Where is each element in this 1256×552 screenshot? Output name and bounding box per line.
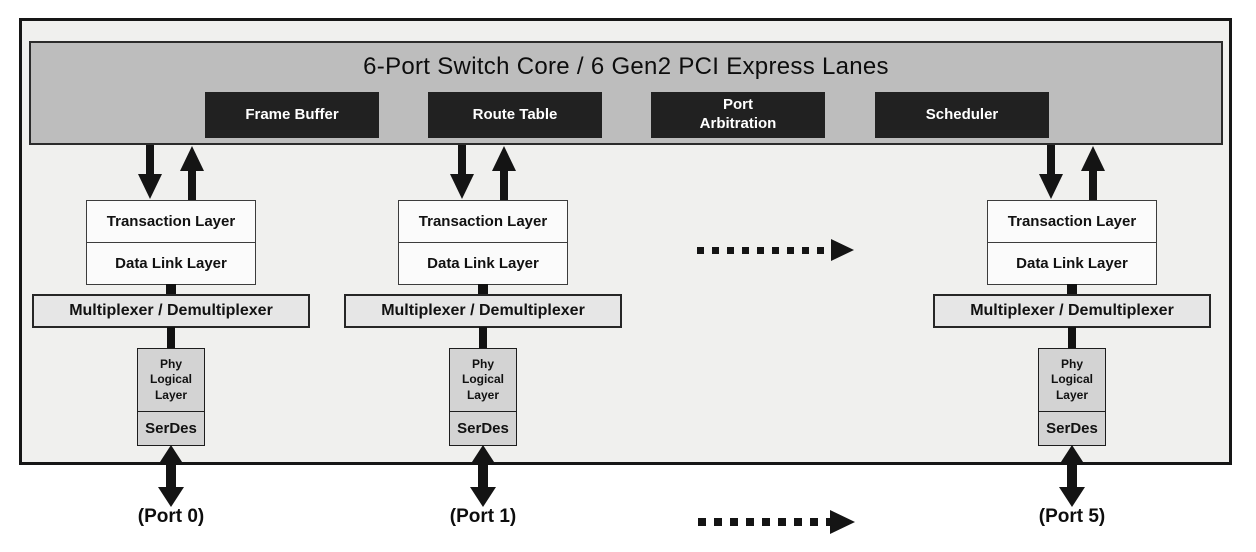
port-bidirectional-arrowhead-down-icon — [1059, 487, 1085, 507]
port-bidirectional-arrowhead-down-icon — [158, 487, 184, 507]
phy-logical-layer-box: Phy Logical Layer — [1038, 348, 1106, 412]
layer-to-mux-connector — [478, 284, 488, 295]
switch-core-title: 6-Port Switch Core / 6 Gen2 PCI Express … — [363, 53, 889, 80]
data-link-layer-box: Data Link Layer — [987, 241, 1157, 285]
port-label: (Port 0) — [137, 506, 205, 527]
port-bidirectional-arrow-icon — [166, 461, 176, 491]
serdes-box: SerDes — [137, 410, 205, 446]
mux-demux-box: Multiplexer / Demultiplexer — [344, 294, 622, 328]
port-bidirectional-arrow-icon — [478, 461, 488, 491]
ellipsis-dotted-arrow-top-icon — [697, 247, 831, 254]
mux-to-phy-connector — [1068, 327, 1076, 349]
downstream-arrow-icon — [146, 145, 154, 177]
port-bidirectional-arrowhead-up-icon — [1059, 445, 1085, 465]
serdes-box: SerDes — [1038, 410, 1106, 446]
upstream-arrowhead-icon — [1081, 146, 1105, 171]
core-block-scheduler: Scheduler — [875, 92, 1049, 138]
downstream-arrowhead-icon — [138, 174, 162, 199]
upstream-arrow-icon — [500, 169, 508, 200]
port-label: (Port 5) — [1038, 506, 1106, 527]
port-bidirectional-arrow-icon — [1067, 461, 1077, 491]
mux-to-phy-connector — [167, 327, 175, 349]
port-bidirectional-arrowhead-up-icon — [470, 445, 496, 465]
transaction-layer-box: Transaction Layer — [987, 200, 1157, 243]
data-link-layer-box: Data Link Layer — [398, 241, 568, 285]
layer-to-mux-connector — [1067, 284, 1077, 295]
layer-to-mux-connector — [166, 284, 176, 295]
serdes-box: SerDes — [449, 410, 517, 446]
core-block-port-arbitration: Port Arbitration — [651, 92, 825, 138]
mux-demux-box: Multiplexer / Demultiplexer — [933, 294, 1211, 328]
port-bidirectional-arrowhead-down-icon — [470, 487, 496, 507]
upstream-arrowhead-icon — [180, 146, 204, 171]
port-bidirectional-arrowhead-up-icon — [158, 445, 184, 465]
ellipsis-dotted-arrowhead-bottom-icon — [830, 510, 855, 534]
mux-demux-box: Multiplexer / Demultiplexer — [32, 294, 310, 328]
ellipsis-dotted-arrowhead-top-icon — [831, 239, 854, 261]
phy-logical-layer-box: Phy Logical Layer — [449, 348, 517, 412]
downstream-arrowhead-icon — [450, 174, 474, 199]
downstream-arrowhead-icon — [1039, 174, 1063, 199]
mux-to-phy-connector — [479, 327, 487, 349]
downstream-arrow-icon — [458, 145, 466, 177]
transaction-layer-box: Transaction Layer — [86, 200, 256, 243]
data-link-layer-box: Data Link Layer — [86, 241, 256, 285]
ellipsis-dotted-arrow-bottom-icon — [698, 518, 830, 526]
core-block-route-table: Route Table — [428, 92, 602, 138]
transaction-layer-box: Transaction Layer — [398, 200, 568, 243]
upstream-arrow-icon — [188, 169, 196, 200]
phy-logical-layer-box: Phy Logical Layer — [137, 348, 205, 412]
port-label: (Port 1) — [449, 506, 517, 527]
core-block-frame-buffer: Frame Buffer — [205, 92, 379, 138]
upstream-arrow-icon — [1089, 169, 1097, 200]
upstream-arrowhead-icon — [492, 146, 516, 171]
downstream-arrow-icon — [1047, 145, 1055, 177]
